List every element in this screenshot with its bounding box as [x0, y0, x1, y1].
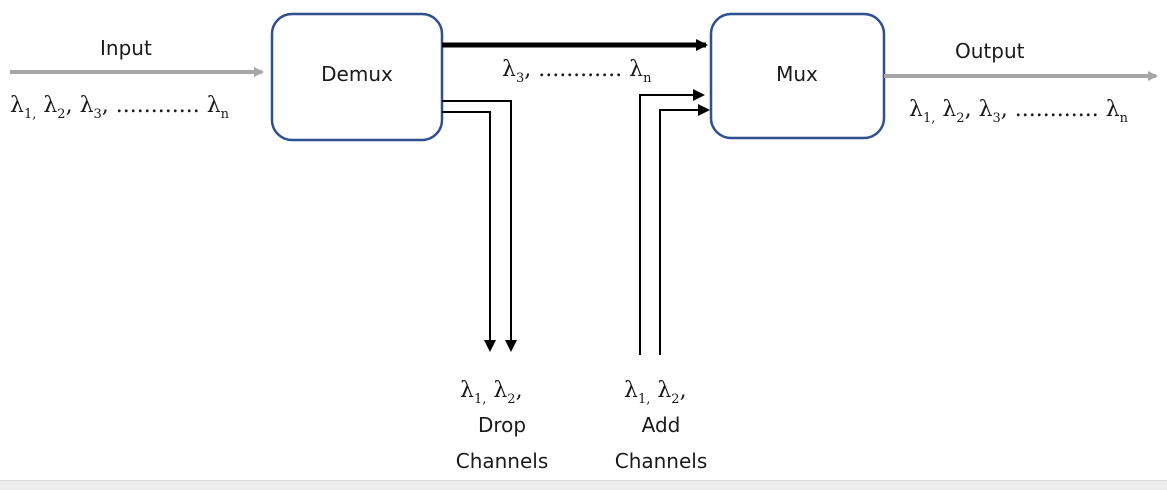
drop-signals: λ1, λ2,: [460, 378, 523, 407]
add-signals: λ1, λ2,: [624, 378, 687, 407]
drop-label-line1: Drop: [478, 413, 526, 437]
input-label: Input: [100, 36, 152, 60]
output-signals: λ1, λ2, λ3, ............ λn: [909, 97, 1129, 126]
add-label-line1: Add: [642, 413, 681, 437]
drop-line-1: [442, 100, 517, 352]
demux-box: [270, 12, 444, 142]
add-label-line2: Channels: [615, 449, 708, 473]
through-signals: λ3, ............ λn: [502, 57, 652, 86]
output-label: Output: [955, 39, 1025, 63]
add-line-1: [639, 89, 705, 355]
add-line-2: [659, 104, 710, 355]
demux-label: Demux: [321, 62, 393, 86]
mux-label: Mux: [776, 62, 818, 86]
drop-line-2: [442, 111, 496, 352]
input-signals: λ1, λ2, λ3, ............ λn: [10, 93, 230, 122]
drop-label-line2: Channels: [456, 449, 549, 473]
bottom-border-strip: [0, 480, 1167, 490]
